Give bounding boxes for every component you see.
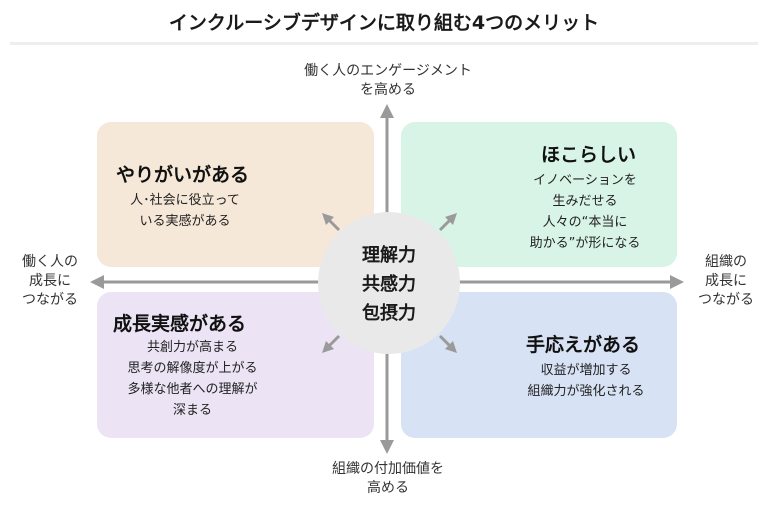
quadrant-bottom-left-item: 深まる xyxy=(172,403,212,418)
quadrant-top-left xyxy=(97,122,374,267)
center-label-inclusion: 包摂力 xyxy=(362,303,416,324)
quadrant-bottom-left-item: 思考の解像度が上がる xyxy=(127,361,258,376)
center-circle xyxy=(318,212,460,354)
axis-label-left-line2: 成長に xyxy=(29,273,71,289)
axis-label-left-line3: つながる xyxy=(22,292,78,308)
quadrant-top-right-heading: ほこらしい xyxy=(541,144,637,166)
quadrant-top-right-item: 助かる”が形になる xyxy=(529,236,641,251)
diagonal-arrowhead-ne xyxy=(445,213,457,225)
quadrant-top-right-item: 人々の“本当に xyxy=(542,215,628,230)
quadrant-bottom-left-heading: 成長実感がある xyxy=(113,313,247,335)
quadrant-top-left-item: 人･社会に役立って xyxy=(130,193,240,208)
quadrant-bottom-right-items: 収益が増加する 組織力が強化される xyxy=(505,360,667,402)
axis-label-bottom-line1: 組織の付加価値を xyxy=(332,461,444,477)
axis-label-top-line2: を高める xyxy=(360,82,416,98)
center-label-understanding: 理解力 xyxy=(362,245,416,266)
quadrant-bottom-left-item: 共創力が高まる xyxy=(146,340,238,355)
axis-label-right-line3: つながる xyxy=(698,292,754,308)
axis-label-top: 働く人のエンゲージメント を高める xyxy=(268,62,508,100)
title-divider xyxy=(10,42,758,45)
diagonal-arrowhead-nw xyxy=(322,213,334,225)
axis-label-bottom: 組織の付加価値を 高める xyxy=(298,460,478,498)
axis-arrowhead-up xyxy=(380,104,394,118)
axis-label-top-line1: 働く人のエンゲージメント xyxy=(304,63,472,79)
axis-label-right-line2: 成長に xyxy=(705,273,747,289)
quadrant-top-right-items: イノベーションを 生みだせる 人々の“本当に 助かる”が形になる xyxy=(505,170,665,254)
quadrant-bottom-right-heading: 手応えがある xyxy=(526,334,641,356)
quadrant-top-left-item: いる実感がある xyxy=(139,214,231,229)
axis-label-right-line1: 組織の xyxy=(705,254,747,270)
quadrant-bottom-right-item: 組織力が強化される xyxy=(527,384,645,399)
diagonal-arrowhead-se xyxy=(445,341,457,353)
axis-label-left: 働く人の 成長に つながる xyxy=(12,253,88,310)
quadrant-bottom-left-item: 多様な他者への理解が xyxy=(127,382,258,397)
quadrant-bottom-right-item: 収益が増加する xyxy=(540,363,632,378)
quadrant-top-left-heading: やりがいがある xyxy=(116,164,250,186)
quadrant-bottom-left-items: 共創力が高まる 思考の解像度が上がる 多様な他者への理解が 深まる xyxy=(105,337,280,421)
axis-label-right: 組織の 成長に つながる xyxy=(690,253,762,310)
diagonal-arrowhead-sw xyxy=(322,341,334,353)
axis-arrowhead-down xyxy=(380,440,394,454)
quadrant-top-left-items: 人･社会に役立って いる実感がある xyxy=(110,190,260,232)
axis-arrowhead-right xyxy=(670,275,684,289)
quadrant-top-right-item: 生みだせる xyxy=(552,194,618,209)
axis-arrowhead-left xyxy=(90,275,104,289)
axis-label-left-line1: 働く人の xyxy=(22,254,78,270)
diagram-title: インクルーシブデザインに取り組む4つのメリット xyxy=(168,12,600,34)
center-label-empathy: 共感力 xyxy=(362,274,416,295)
axis-label-bottom-line2: 高める xyxy=(367,480,409,496)
quadrant-top-right-item: イノベーションを xyxy=(533,173,637,188)
